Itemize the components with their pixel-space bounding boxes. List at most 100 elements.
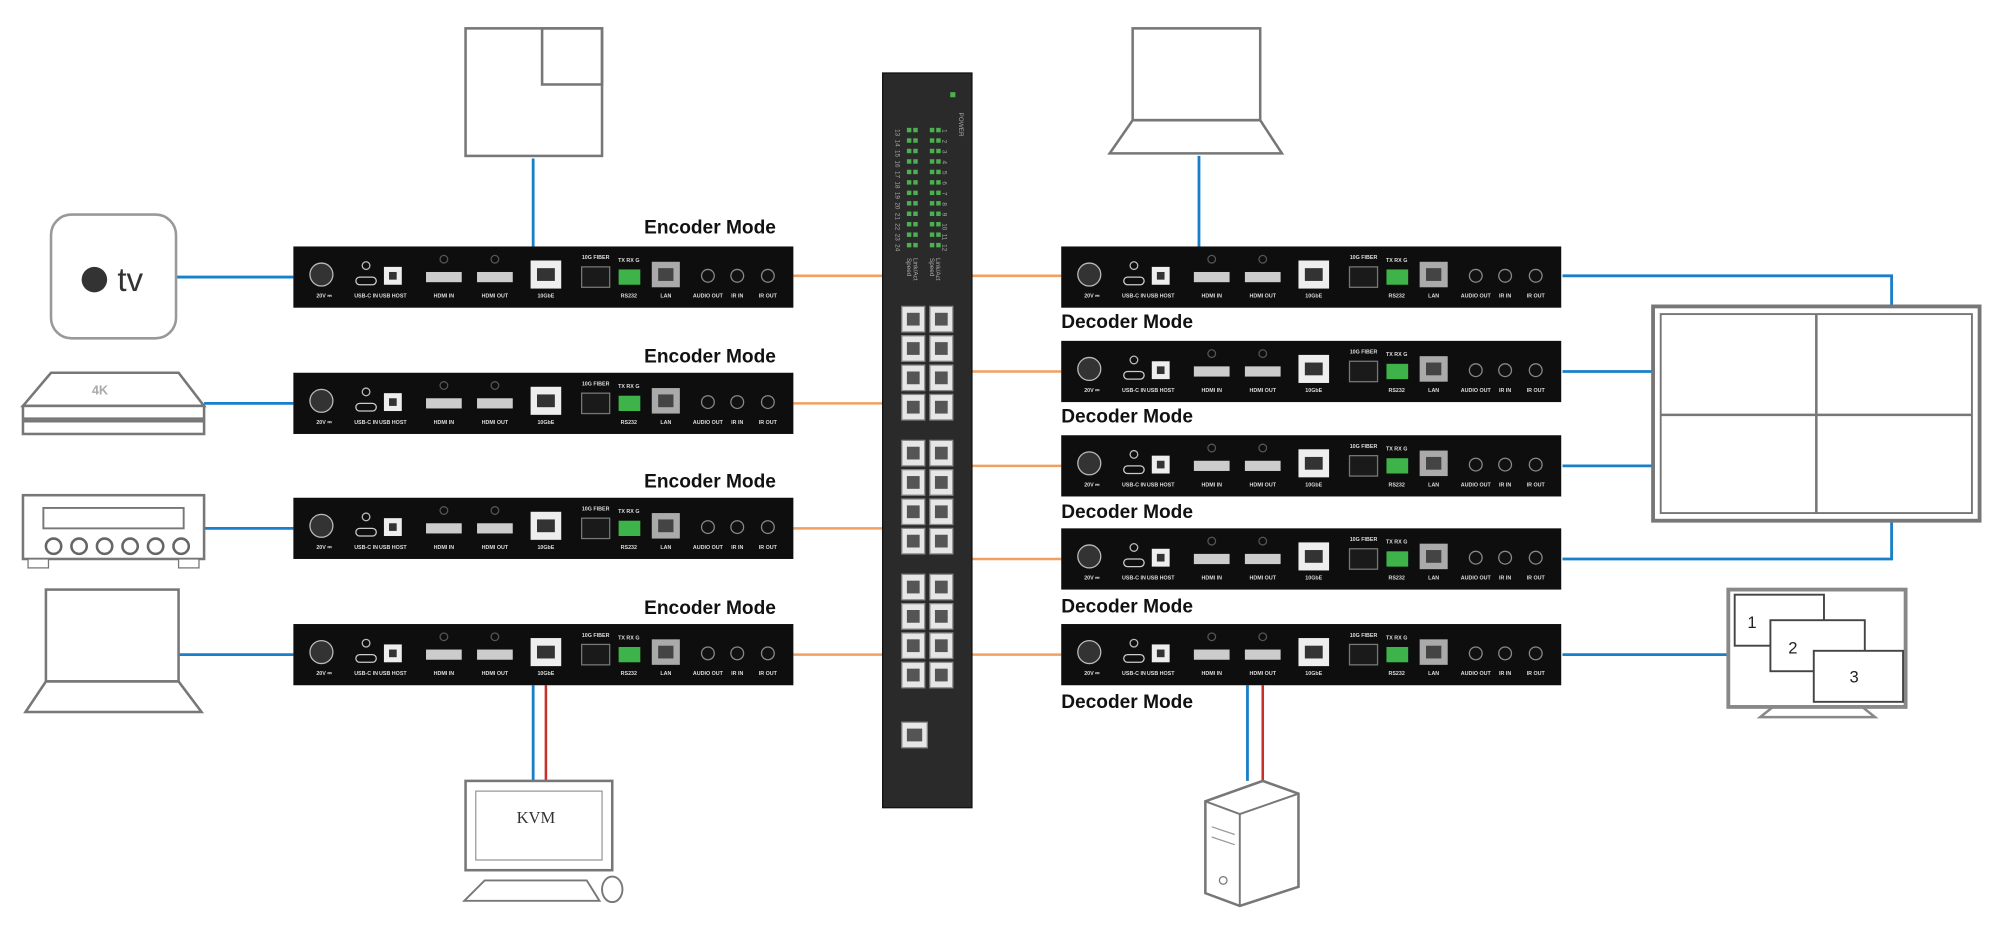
hdmi-port xyxy=(477,523,513,534)
pc-tower xyxy=(1204,779,1300,908)
port-label: 20V ⎓ xyxy=(1084,482,1100,488)
port-label: 20V ⎓ xyxy=(1084,388,1100,394)
usb-c-port xyxy=(355,276,377,286)
port-led xyxy=(913,159,918,164)
hdmi-port xyxy=(1193,460,1230,471)
port-label: USB HOST xyxy=(1147,575,1175,581)
jack-port xyxy=(1498,268,1513,283)
hdmi-port xyxy=(1193,366,1230,377)
port-number: 23 xyxy=(893,234,900,242)
power-port xyxy=(1077,262,1102,287)
port-led xyxy=(906,159,912,164)
power-port xyxy=(309,262,334,287)
video-link xyxy=(1562,520,1893,561)
port-number: 22 xyxy=(893,223,900,231)
jack-port xyxy=(760,268,775,283)
port-label: IR OUT xyxy=(759,420,778,426)
hdmi-port xyxy=(426,398,462,409)
port-label: TX RX G xyxy=(618,635,639,641)
port-label: 10GbE xyxy=(1305,671,1322,677)
port-label: RS232 xyxy=(1389,388,1405,394)
port-label: RS232 xyxy=(621,293,637,299)
mode-label: Encoder Mode xyxy=(644,472,776,493)
port-label: 10G FIBER xyxy=(1350,350,1378,356)
port-led xyxy=(929,159,935,164)
port-label: RS232 xyxy=(1389,671,1405,677)
port-led xyxy=(936,190,941,196)
port-label: HDMI IN xyxy=(1201,575,1222,581)
port-led xyxy=(929,148,935,154)
hdmi-port xyxy=(1244,553,1281,565)
port-label: IR OUT xyxy=(1527,388,1546,394)
port-label: LAN xyxy=(660,671,671,677)
port-number: 15 xyxy=(893,150,900,158)
port-label: 20V ⎓ xyxy=(316,293,332,299)
port-number: 11 xyxy=(941,234,948,241)
port-label: 10G FIBER xyxy=(1350,537,1378,543)
mode-label: Decoder Mode xyxy=(1061,406,1193,427)
port-label: 10G FIBER xyxy=(582,255,610,261)
mode-label: Decoder Mode xyxy=(1061,312,1193,333)
port-label: HDMI OUT xyxy=(482,545,509,551)
port-led xyxy=(929,169,935,175)
hdmi-port xyxy=(426,271,462,283)
port-label: TX RX G xyxy=(1386,352,1407,358)
led-legend: Link/Act xyxy=(934,258,941,281)
port-label: IR OUT xyxy=(1527,575,1546,581)
rs232-terminal xyxy=(1386,458,1409,474)
port-label: AUDIO OUT xyxy=(1461,575,1492,581)
multiview-monitor: 1 2 3 xyxy=(1726,587,1908,719)
port-label: 10GbE xyxy=(1305,482,1322,488)
hdmi-port xyxy=(477,271,513,283)
port-label: HDMI OUT xyxy=(482,671,509,677)
usb-c-port xyxy=(1123,370,1145,380)
port-led xyxy=(906,169,912,175)
port-label: AUDIO OUT xyxy=(1461,293,1492,299)
port-label: 20V ⎓ xyxy=(1084,293,1100,299)
port-label: USB HOST xyxy=(1147,482,1175,488)
port-led xyxy=(906,242,912,248)
port-label: AUDIO OUT xyxy=(1461,482,1492,488)
port-label: AUDIO OUT xyxy=(693,420,724,426)
port-led xyxy=(929,232,935,237)
usb-c-port xyxy=(1123,558,1145,568)
port-led xyxy=(936,242,941,248)
port-label: RS232 xyxy=(621,420,637,426)
port-label: IR IN xyxy=(1499,482,1511,488)
port-label: HDMI OUT xyxy=(1250,671,1277,677)
connections xyxy=(176,155,1893,781)
power-port xyxy=(1077,544,1102,569)
usb-c-port xyxy=(355,527,377,537)
port-label: USB-C IN xyxy=(354,671,378,677)
jack-port xyxy=(1528,457,1543,472)
port-number: 9 xyxy=(941,213,948,217)
port-number: 4 xyxy=(941,161,948,165)
rs232-terminal xyxy=(1386,363,1409,380)
fiber-port xyxy=(1348,455,1379,477)
port-number: 8 xyxy=(941,202,948,206)
port-led xyxy=(913,221,918,227)
port-led xyxy=(906,211,912,216)
apple-logo-icon xyxy=(81,266,108,293)
kvm-workstation: KVM xyxy=(461,779,624,904)
port-label: USB-C IN xyxy=(1122,575,1146,581)
port-led xyxy=(913,232,918,237)
port-label: IR OUT xyxy=(759,545,778,551)
port-number: 12 xyxy=(941,244,948,252)
port-label: AUDIO OUT xyxy=(1461,671,1492,677)
jack-port xyxy=(730,520,745,535)
hdmi-port xyxy=(426,649,462,660)
hdmi-port xyxy=(1244,460,1281,471)
jack-port xyxy=(760,520,775,535)
port-label: 10G FIBER xyxy=(1350,255,1378,261)
port-led xyxy=(906,201,912,206)
usb-c-port xyxy=(355,654,377,663)
port-label: USB-C IN xyxy=(1122,388,1146,394)
port-label: RS232 xyxy=(1389,575,1405,581)
